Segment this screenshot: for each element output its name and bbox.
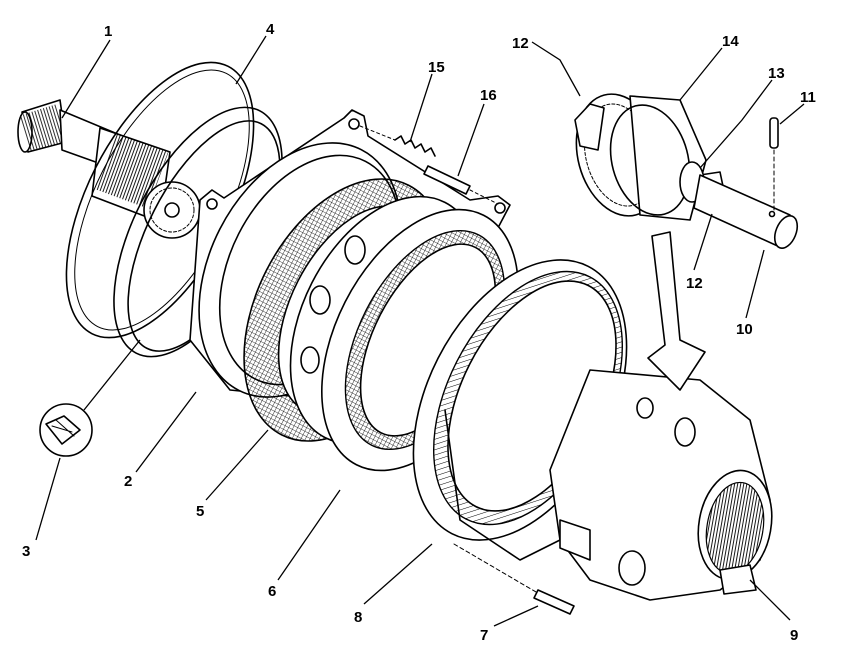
part-9-planet-carrier (549, 369, 773, 601)
part-10-shaft (693, 174, 799, 250)
part-16-dowel-pin (423, 165, 499, 205)
part-1-gear (143, 181, 201, 239)
callout-1: 1 (104, 23, 112, 40)
callout-7: 7 (480, 627, 488, 644)
leader-10 (745, 249, 765, 319)
leader-3 (35, 457, 61, 541)
leader-5 (205, 429, 269, 501)
part-1-input-shaft (17, 99, 201, 239)
leader-12a (531, 41, 581, 97)
callout-6: 6 (268, 583, 276, 600)
leader-1 (61, 39, 111, 119)
callout-15: 15 (428, 59, 445, 76)
part-11-pin (769, 117, 779, 211)
callout-numbers: 1 4 15 16 12 14 13 11 12 10 2 3 5 6 8 7 … (22, 21, 816, 644)
callout-13: 13 (768, 65, 785, 82)
leader-15 (409, 73, 433, 143)
callout-9: 9 (790, 627, 798, 644)
assembly-arrow (647, 231, 706, 391)
leader-8 (363, 543, 433, 605)
part-12-bushing-left (574, 103, 605, 151)
part-7-pin (453, 543, 575, 615)
part-3-detail-view (39, 339, 141, 457)
callout-16: 16 (480, 87, 497, 104)
leader-lines (35, 35, 805, 627)
leader-14 (679, 47, 723, 101)
leader-16 (457, 103, 485, 177)
callout-4: 4 (266, 21, 275, 38)
callout-5: 5 (196, 503, 204, 520)
part-15-spring (359, 125, 436, 157)
leader-12b (693, 213, 713, 271)
part-14-gear (575, 93, 707, 221)
callout-14: 14 (722, 33, 739, 50)
leader-11 (779, 103, 805, 125)
callout-12-bottom: 12 (686, 275, 703, 292)
callout-2: 2 (124, 473, 132, 490)
leader-6 (277, 489, 341, 581)
callout-3: 3 (22, 543, 30, 560)
leader-13 (699, 79, 773, 169)
callout-11: 11 (800, 89, 816, 106)
callout-8: 8 (354, 609, 362, 626)
leader-7 (493, 605, 539, 627)
leader-2 (135, 391, 197, 473)
callout-10: 10 (736, 321, 753, 338)
leader-4 (235, 35, 267, 85)
leader-9 (749, 579, 791, 621)
callout-12-top: 12 (512, 35, 529, 52)
